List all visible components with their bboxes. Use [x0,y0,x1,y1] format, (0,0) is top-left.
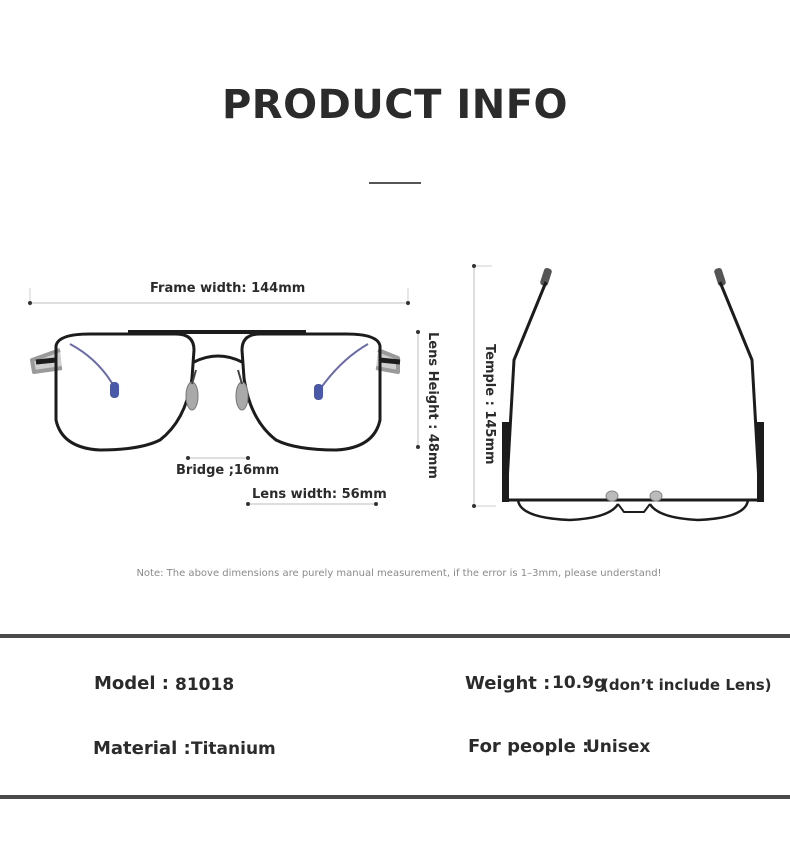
material-label: Material : [93,738,191,759]
lens-height-label: Lens Height : 48mm [425,332,440,479]
temple-measure [472,264,496,508]
weight-label: Weight : [465,673,551,694]
people-value: Unisex [586,737,651,757]
material-value: Titanium [191,739,276,759]
measurement-note: Note: The above dimensions are purely ma… [136,568,662,579]
temple-label: Temple : 145mm [482,344,497,465]
title-underline [369,182,421,184]
model-value: 81018 [175,675,235,695]
spec-bottom-divider [0,795,790,799]
lens-width-label: Lens width: 56mm [252,487,387,502]
people-label: For people : [468,736,590,757]
lens-width-measure [246,502,378,506]
front-view-frame [30,330,401,452]
spec-top-divider [0,634,790,638]
bridge-label: Bridge ;16mm [176,463,280,478]
top-view-frame [502,267,764,522]
model-label: Model : [94,673,170,694]
frame-width-measure [28,288,410,306]
bridge-measure [186,456,250,460]
page-title: PRODUCT INFO [221,82,569,128]
lens-height-measure [416,330,420,449]
weight-value: 10.9g [552,673,607,693]
frame-width-label: Frame width: 144mm [150,281,306,296]
weight-note: (don’t include Lens) [602,676,772,694]
